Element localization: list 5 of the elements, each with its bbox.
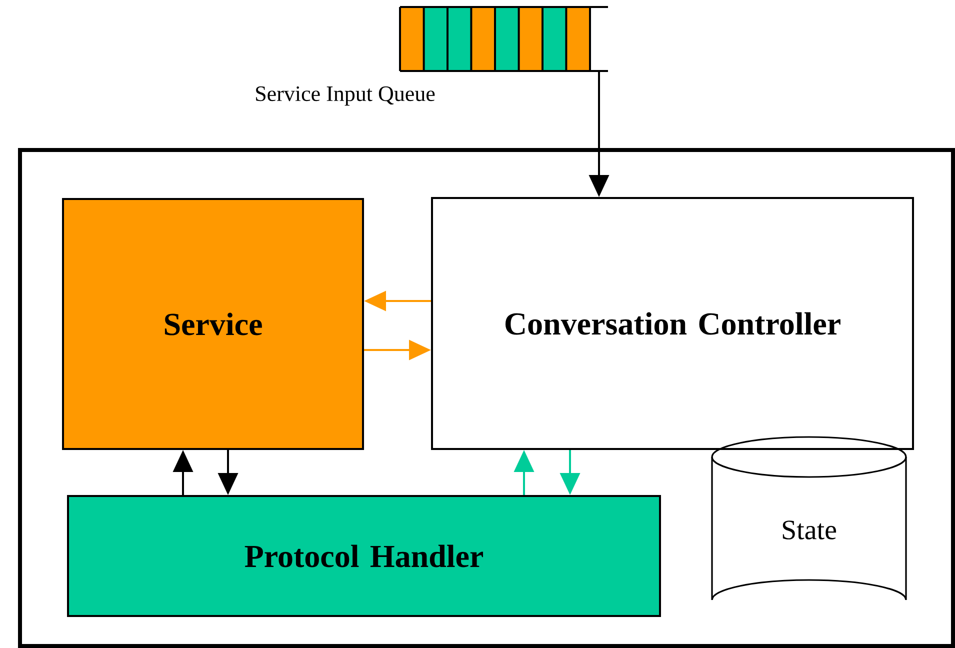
controller-box: Conversation Controller [431, 197, 914, 450]
service-box: Service [62, 198, 364, 450]
queue-label: Service Input Queue [256, 86, 435, 106]
queue-drawing [399, 6, 609, 72]
handler-box: Protocol Handler [67, 495, 661, 617]
